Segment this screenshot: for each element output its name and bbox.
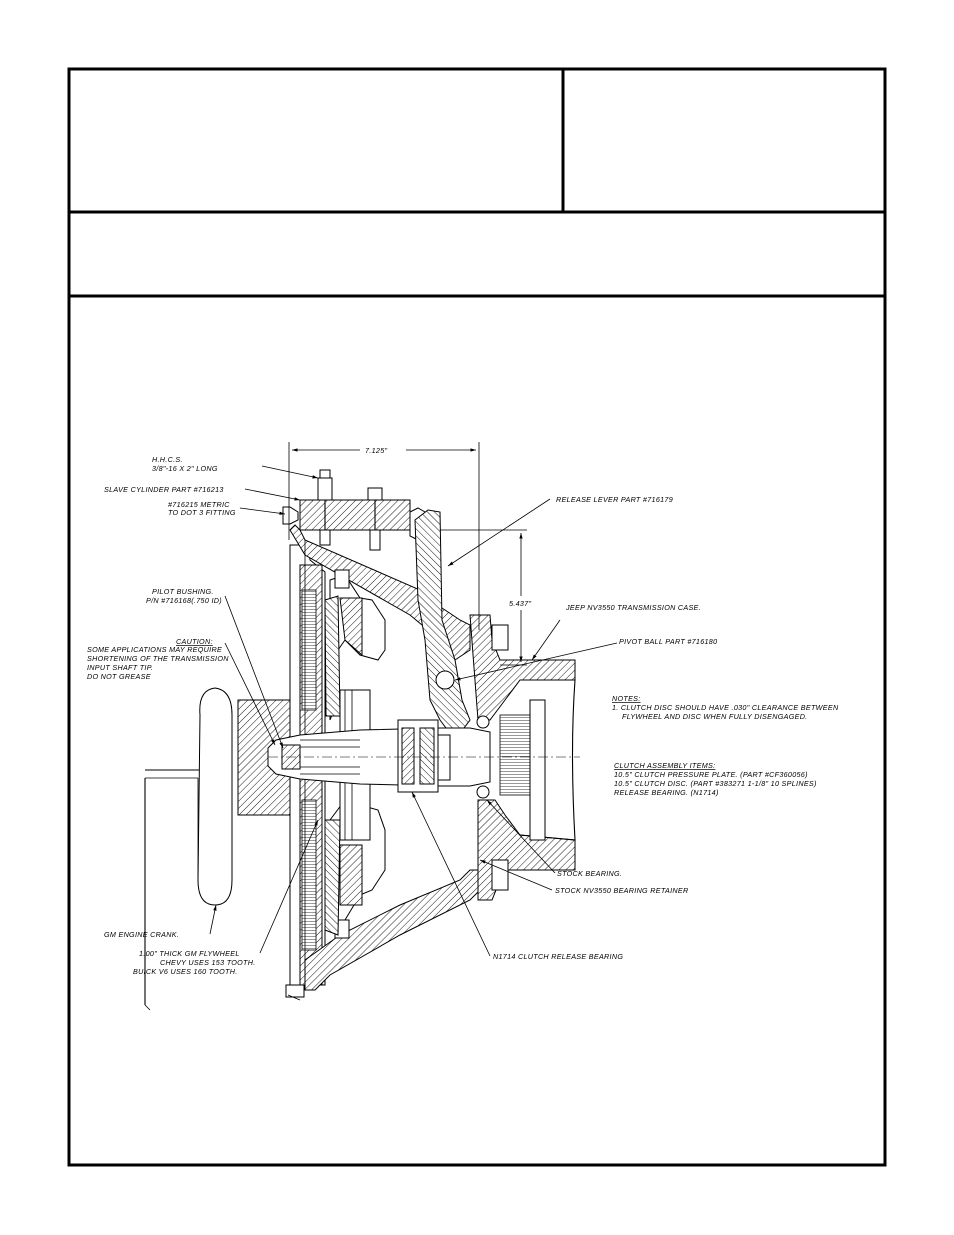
dimension-7125: 7.125" [288,442,480,630]
clutch-assembly-drawing: 7.125" 5.437" H.H.C.S. [87,442,839,1011]
title-block [67,67,887,1167]
transmission-case [435,614,576,901]
slave-cylinder [282,469,426,551]
release-lever-label: RELEASE LEVER PART #716179 [556,495,673,504]
slave-cylinder-label: SLAVE CYLINDER PART #716213 [104,485,224,494]
dimension-width-label: 7.125" [365,446,387,455]
release-bearing-label: N1714 CLUTCH RELEASE BEARING [493,952,623,961]
fitting-type-label: TO DOT 3 FITTING [168,508,236,517]
jeep-case-label: JEEP NV3550 TRANSMISSION CASE. [565,603,701,612]
notes-line-2: FLYWHEEL AND DISC WHEN FULLY DISENGAGED. [622,712,807,721]
engine-crank [144,687,233,1011]
caution-line-4: DO NOT GREASE [87,672,151,681]
release-bearing [397,719,451,793]
hhcs-size-label: 3/8"-16 X 2" LONG [152,464,218,473]
pilot-bushing-pn-label: P/N #716168(.750 ID) [146,596,222,605]
dimension-5437: 5.437" [440,529,539,666]
flywheel-label: 1.00" THICK GM FLYWHEEL [139,949,240,958]
caution-line-2: SHORTENING OF THE TRANSMISSION [87,654,229,663]
notes-title: NOTES: [612,694,641,703]
caution-line-1: SOME APPLICATIONS MAY REQUIRE [87,645,222,654]
flywheel-buick-label: BUICK V6 USES 160 TOOTH. [133,967,238,976]
stock-retainer-label: STOCK NV3550 BEARING RETAINER [555,886,688,895]
caution-title: CAUTION: [176,637,213,646]
release-lever [414,509,471,741]
items-line-1: 10.5" CLUTCH PRESSURE PLATE. (PART #CF36… [614,770,808,779]
leader-lines [209,465,618,957]
pilot-bushing-label: PILOT BUSHING. [152,587,214,596]
flywheel-chevy-label: CHEVY USES 153 TOOTH. [160,958,256,967]
stock-bearing-label: STOCK BEARING. [557,869,622,878]
drawing-labels: H.H.C.S. 3/8"-16 X 2" LONG SLAVE CYLINDE… [87,455,839,976]
caution-line-3: INPUT SHAFT TIP. [87,663,153,672]
hhcs-label: H.H.C.S. [152,455,183,464]
dimension-height-label: 5.437" [509,599,531,608]
items-line-2: 10.5" CLUTCH DISC. (PART #383271 1-1/8" … [614,779,817,788]
items-line-3: RELEASE BEARING. (N1714) [614,788,719,797]
fitting-label: #716215 METRIC [168,500,230,509]
gm-crank-label: GM ENGINE CRANK. [104,930,179,939]
items-title: CLUTCH ASSEMBLY ITEMS: [614,761,715,770]
pivot-ball-label: PIVOT BALL PART #716180 [619,637,717,646]
notes-line-1: 1. CLUTCH DISC SHOULD HAVE .030" CLEARAN… [612,703,839,712]
